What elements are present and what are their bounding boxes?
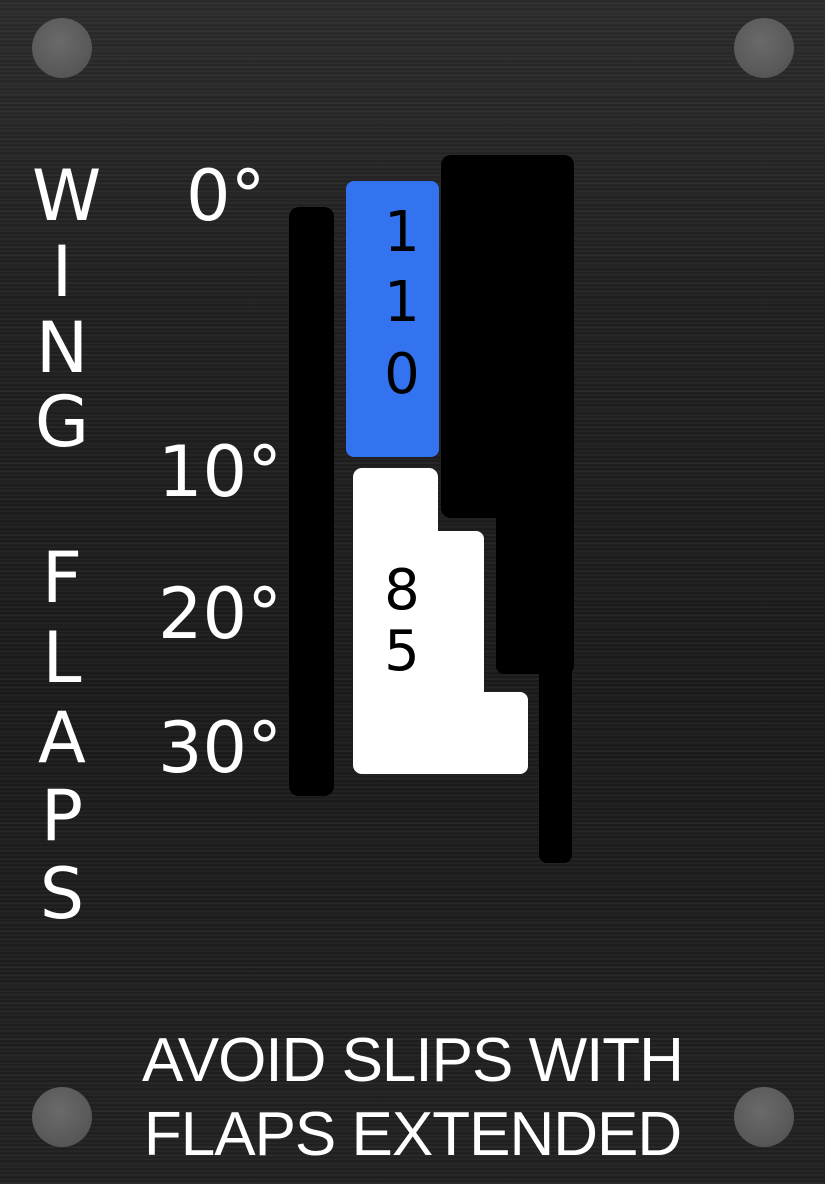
- detent-gate-lower: [539, 660, 572, 863]
- warning-line-1: AVOID SLIPS WITH: [142, 1026, 684, 1095]
- title-letter-i: I: [51, 231, 73, 313]
- screw-top-left: [32, 18, 92, 78]
- position-label-20: 20°: [158, 573, 283, 655]
- title-letter-n: N: [35, 307, 89, 389]
- title-letter-a: A: [38, 697, 86, 779]
- detent-gate-upper: [441, 155, 574, 518]
- screw-bottom-right: [734, 1087, 794, 1147]
- title-letter-s: S: [39, 853, 85, 935]
- screw-bottom-left: [32, 1087, 92, 1147]
- position-label-10: 10°: [158, 431, 283, 513]
- title-letter-g: G: [34, 381, 90, 463]
- flaps-extended-speed-band-c: [466, 692, 528, 774]
- flaps-extended-speed-digit-1: 8: [384, 558, 420, 623]
- title-letter-l: L: [42, 617, 82, 699]
- flaps-up-speed-digit-2: 1: [384, 270, 420, 335]
- flaps-up-speed-digit-3: 0: [384, 342, 420, 407]
- flaps-up-speed-band: [346, 181, 439, 457]
- flaps-extended-speed-digit-2: 5: [384, 619, 420, 684]
- position-label-0: 0°: [186, 155, 266, 237]
- flap-gate-slot: [289, 207, 334, 796]
- detent-gate-middle: [496, 500, 574, 674]
- position-label-30: 30°: [158, 707, 283, 789]
- screw-top-right: [734, 18, 794, 78]
- title-letter-f: F: [41, 537, 83, 619]
- warning-line-2: FLAPS EXTENDED: [143, 1100, 682, 1169]
- flaps-up-speed-digit-1: 1: [384, 200, 420, 265]
- title-letter-p: P: [40, 775, 84, 857]
- title-letter-w: W: [32, 155, 102, 237]
